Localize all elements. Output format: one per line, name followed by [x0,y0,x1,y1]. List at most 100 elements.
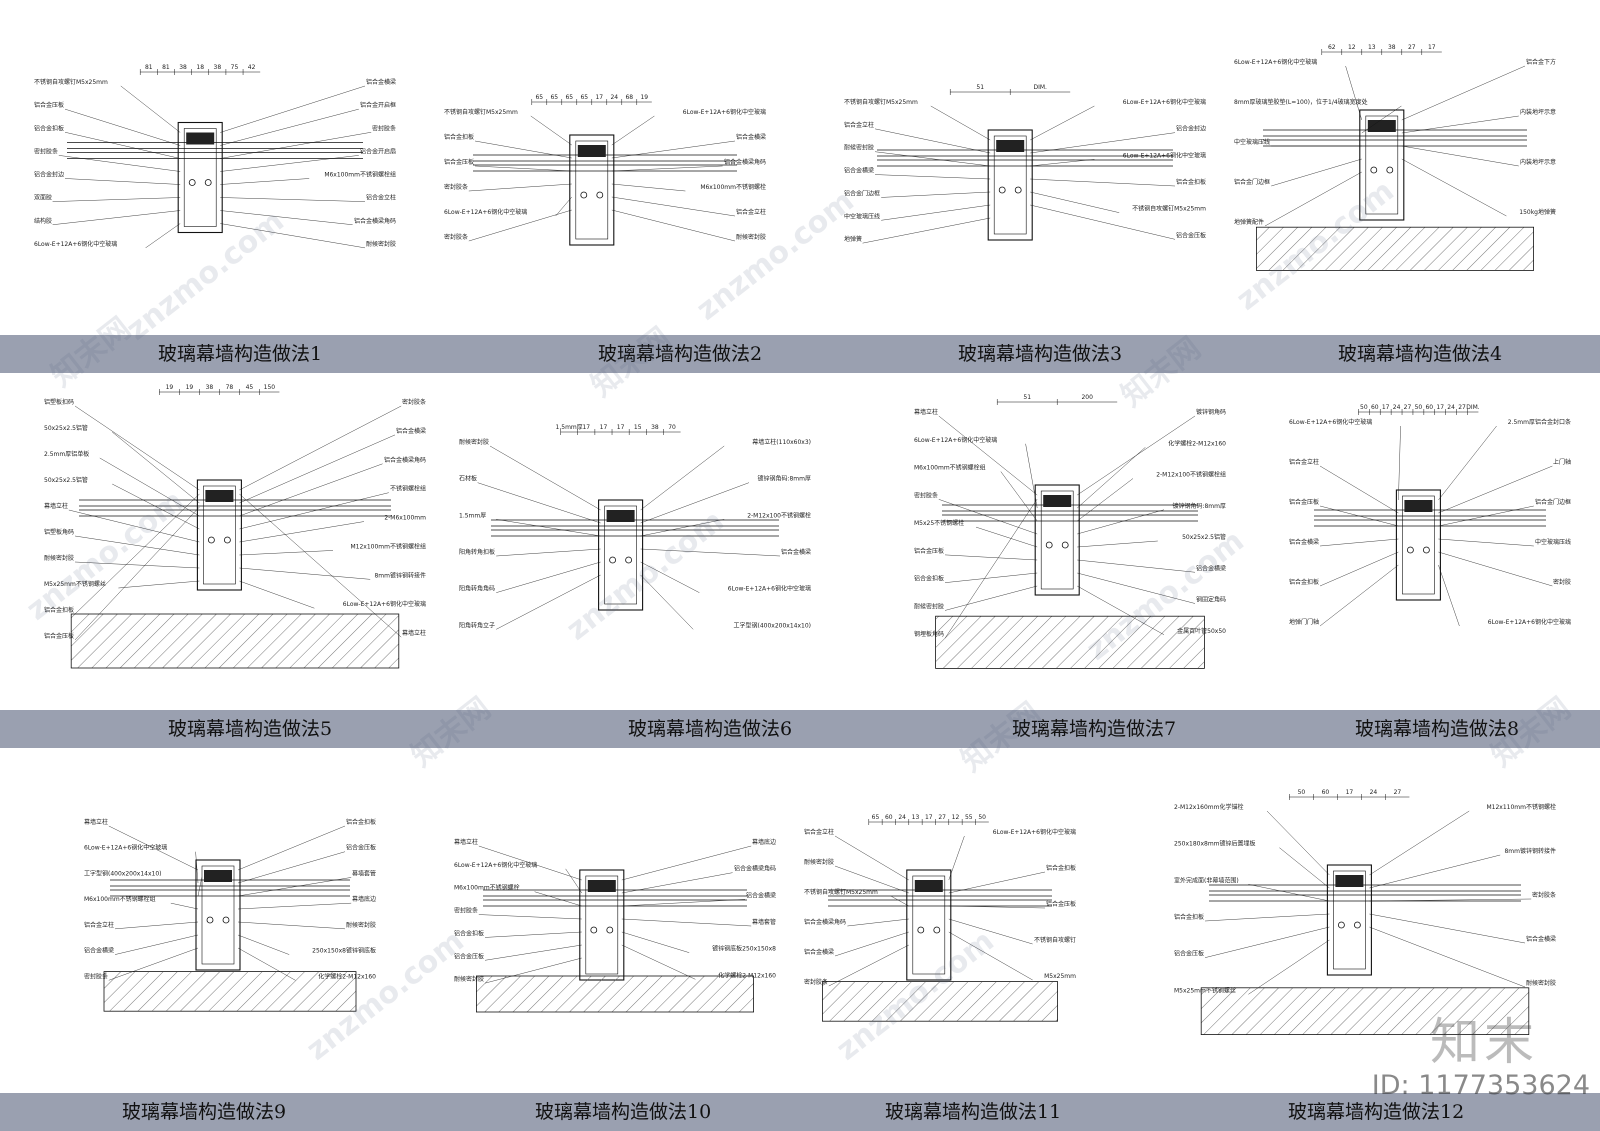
dimension-label: 27 [1458,404,1466,411]
callout-label: 钢埋板角码 [914,630,944,638]
callout-label: 6Low-E+12A+6钢化中空玻璃 [728,585,811,593]
d5-labels: 铝塑板扣码50x25x2.5铝管2.5mm厚铝单板50x25x2.5铝管幕墙立柱… [44,398,426,641]
dimension-label: 51 [1023,394,1031,401]
callout-label: 6Low-E+12A+6钢化中空玻璃 [1234,58,1317,66]
d10-glazing [483,889,747,907]
callout-label: 铝合金扣板 [346,818,376,826]
dimension-label: 17 [595,94,603,101]
dimension-label: 75 [231,64,239,71]
caption-2: 玻璃幕墙构造做法2 [598,343,763,365]
d11-glazing [828,889,1052,907]
callout-label: 6Low-E+12A+6钢化中空玻璃 [84,844,167,852]
callout-label: 铝合金扣板 [44,606,74,614]
dimension-label: 1.5mm厚 [556,424,583,431]
d12-mullion-profile [1326,864,1372,976]
dimension-label: 60 [1425,404,1433,411]
d7-concrete [935,615,1205,669]
callout-label: 6Low-E+12A+6钢化中空玻璃 [1123,151,1206,159]
d5-mullion-profile [196,479,242,591]
dimension-label: 81 [162,64,170,71]
callout-label: 铝塑板角码 [44,528,74,536]
callout-label: 幕墙立柱 [402,629,426,637]
dimension-label: 17 [582,424,590,431]
dimension-label: 24 [1370,789,1378,796]
dimension-label: 17 [1346,789,1354,796]
callout-label: 镀锌钢角码:8mm厚 [1172,502,1226,510]
d7-glazing [942,504,1198,522]
callout-label: 8mm厚玻璃垫胶垫(L=100)，位于1/4玻璃宽度处 [1234,98,1368,106]
d2-glazing [473,154,737,172]
callout-label: 50x25x2.5铝管 [1182,533,1226,541]
callout-label: 8mm镀锌钢转接件 [1504,847,1556,855]
dimension-label: 17 [617,424,625,431]
callout-label: 地弹门门轴 [1289,618,1319,626]
callout-label: 耐候密封胶 [1526,979,1556,987]
callout-label: 耐候密封胶 [804,858,834,866]
d12-labels: 2-M12x160mm化学锚栓250x180x8mm镀锌后置埋板室外完成面(非幕… [1174,803,1556,995]
dimension-label: 17 [925,814,933,821]
callout-label: 铝合金压板 [1176,231,1206,239]
d6-labels: 耐候密封胶石材板1.5mm厚阳角转角扣板阳角转角角码阳角转角立子幕墙立柱(110… [459,438,811,630]
callout-label: 铝合金横梁 [844,167,874,175]
callout-label: 铝合金门边框 [844,189,880,197]
callout-label: 50x25x2.5铝管 [44,424,88,432]
dimension-label: 65 [565,94,573,101]
callout-label: 2-M12x160mm化学锚栓 [1174,803,1244,811]
callout-label: 密封胶条 [914,491,938,499]
d12-concrete [1200,987,1530,1036]
d1-labels: 不锈钢自攻螺钉M5x25mm铝合金压板铝合金扣板密封胶条铝合金封边双面胶结构胶6… [34,78,396,249]
callout-label: 铝合金扣板 [1046,864,1076,872]
callout-label: 密封胶条 [444,233,468,241]
callout-label: M12x100mm不锈钢螺栓组 [350,542,426,550]
callout-label: 镀锌钢角码:8mm厚 [757,475,811,483]
dimension-label: 55 [965,814,973,821]
dimension-label: 60 [1371,404,1379,411]
callout-label: 镀锌钢角码 [1196,408,1226,416]
callout-label: 铝合金横梁 [1289,538,1319,546]
callout-label: 铝合金扣板 [454,929,484,937]
caption-1: 玻璃幕墙构造做法1 [158,343,323,365]
callout-label: 铝合金横梁 [1196,564,1226,572]
callout-label: 6Low-E+12A+6钢化中空玻璃 [454,861,537,869]
callout-label: 密封胶 [1553,578,1571,586]
d1-mullion-profile [177,121,223,234]
callout-label: 铝合金横梁 [84,947,114,955]
dimension-label: 50 [1360,404,1368,411]
callout-label: 铝合金压板 [914,547,944,555]
dimension-label: 60 [1322,789,1330,796]
caption-10: 玻璃幕墙构造做法10 [535,1101,712,1123]
callout-label: 耐候密封胶 [454,975,484,983]
callout-label: 耐候密封胶 [44,554,74,562]
callout-label: 工字型钢(400x200x14x10) [84,869,162,877]
callout-label: 化学螺栓2-M12x160 [718,971,776,979]
callout-label: 铝合金封边 [34,171,64,179]
callout-label: 铝合金扣板 [914,575,944,583]
callout-label: 密封胶条 [1532,891,1556,899]
caption-band-row-3 [0,1093,1600,1131]
d12-glazing [1209,884,1521,902]
d6-glazing [491,519,779,537]
d1-glazing [67,142,363,159]
callout-label: 阳角转角角码 [459,585,495,593]
callout-label: 耐候密封胶 [346,921,376,929]
caption-band-row-2 [0,710,1600,748]
callout-label: 幕墙立柱 [914,408,938,416]
callout-label: M6x100mm不锈钢螺栓组 [324,171,396,179]
dimension-label: 60 [885,814,893,821]
dimension-label: 19 [640,94,648,101]
dimension-label: 19 [186,384,194,391]
callout-label: 密封胶条 [454,907,478,915]
callout-label: 不锈钢自攻螺钉 [1034,936,1076,944]
d11-concrete [821,981,1058,1022]
d9-svg: 幕墙立柱6Low-E+12A+6钢化中空玻璃工字型钢(400x200x14x10… [84,818,376,1012]
dimension-label: 38 [179,64,187,71]
